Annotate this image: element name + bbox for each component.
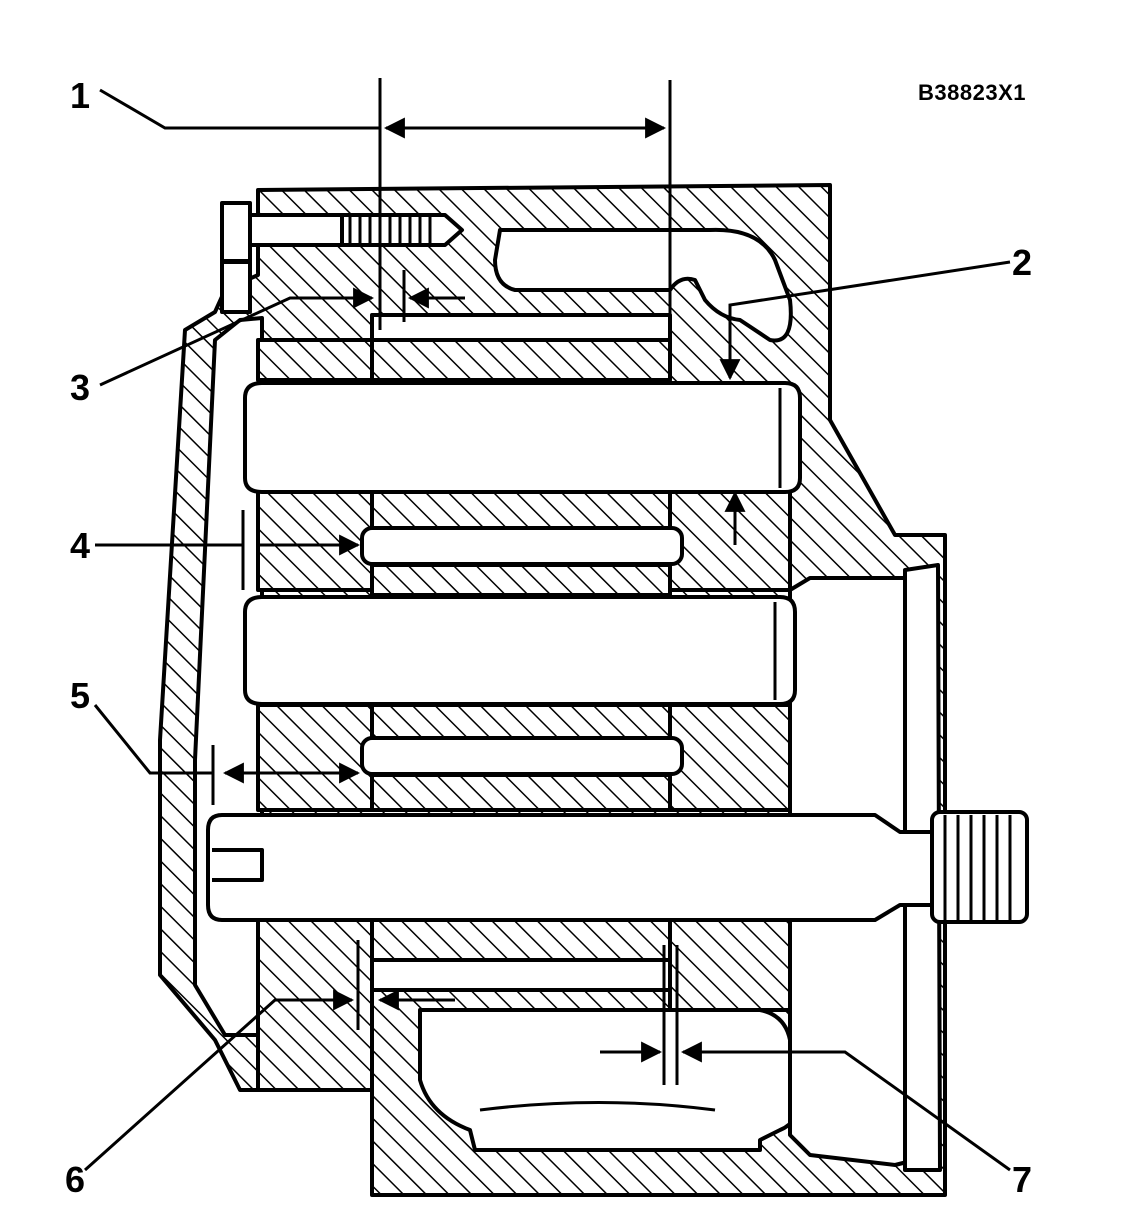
section-reference-lines: [211, 78, 679, 1085]
force-arrows: [222, 117, 746, 1063]
gear-teeth: [360, 526, 684, 992]
callout-leaders: [83, 88, 1011, 1172]
callout-2: 2: [1012, 242, 1032, 283]
callout-5: 5: [70, 675, 90, 716]
callout-7: 7: [1012, 1159, 1032, 1200]
lower-gear-shaft: [243, 595, 797, 706]
figure-id-label: B38823X1: [918, 80, 1026, 105]
callout-1: 1: [70, 75, 90, 116]
upper-gear-shaft: [243, 381, 802, 494]
cover-bolt: [220, 201, 464, 314]
drive-shaft: [206, 810, 1029, 924]
gear-housing-block: [370, 313, 672, 962]
callout-6: 6: [65, 1159, 85, 1200]
callout-3: 3: [70, 367, 90, 408]
callout-4: 4: [70, 525, 90, 566]
